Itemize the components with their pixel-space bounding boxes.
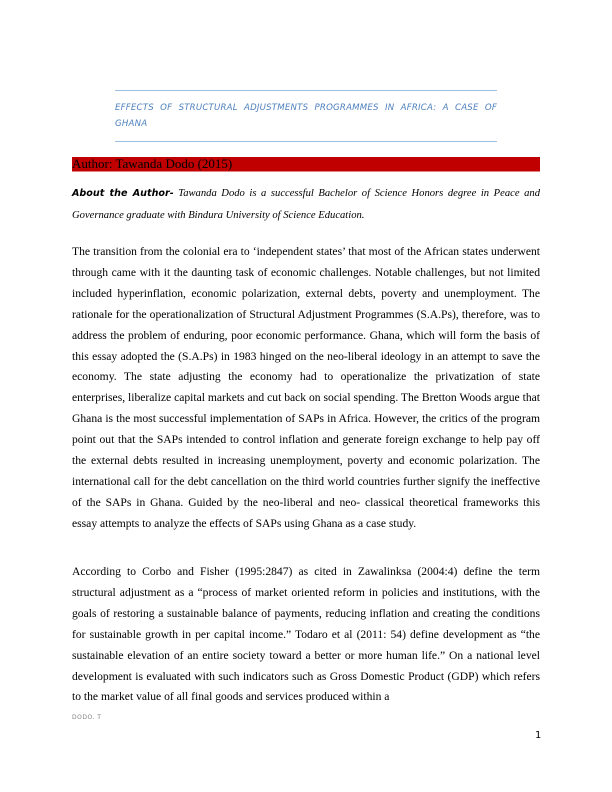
footer-author-mark: DODO. T [72,714,102,721]
page-number: 1 [535,730,542,741]
about-author-lead: About the Author- [72,188,174,199]
about-author: About the Author- Tawanda Dodo is a succ… [72,183,540,227]
about-author-text: Tawanda Dodo is a successful Bachelor of… [72,188,540,221]
title-top-rule [115,90,497,91]
body-paragraph-2: According to Corbo and Fisher (1995:2847… [72,565,540,704]
title-block: EFFECTS OF STRUCTURAL ADJUSTMENTS PROGRA… [115,90,497,142]
body-paragraph-1: The transition from the colonial era to … [72,245,540,530]
title-bottom-rule [115,141,497,142]
author-heading: Author: Tawanda Dodo (2015) [72,157,540,172]
document-title: EFFECTS OF STRUCTURAL ADJUSTMENTS PROGRA… [115,103,497,129]
